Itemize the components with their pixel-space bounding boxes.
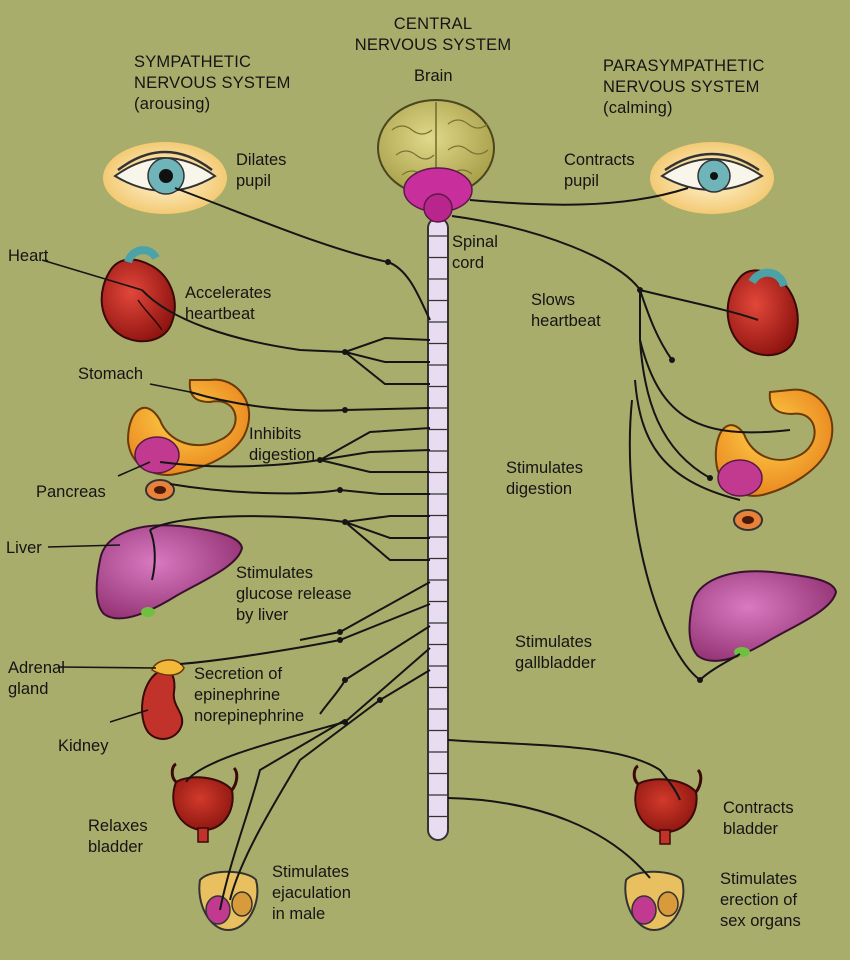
adrenal-gland-label: Adrenal gland — [8, 659, 65, 698]
label-pointers — [41, 259, 191, 723]
sympathetic-bladder-effect: Relaxes bladder — [88, 817, 148, 856]
pancreas-label: Pancreas — [36, 483, 106, 501]
brain-label: Brain — [414, 67, 453, 85]
left-stomach-illustration — [126, 378, 251, 501]
right-eye-illustration — [650, 142, 774, 214]
left-reproductive-illustration — [198, 870, 259, 932]
spinal-cord — [427, 208, 449, 841]
sympathetic-eye-effect: Dilates pupil — [236, 151, 287, 190]
right-liver-illustration — [688, 570, 838, 662]
sympathetic-adrenal-effect: Secretion of epinephrine norepinephrine — [194, 665, 305, 725]
parasympathetic-sex-effect: Stimulates erection of sex organs — [720, 870, 801, 930]
liver-label: Liver — [6, 539, 42, 557]
synapse-dots — [317, 259, 713, 725]
right-bladder-illustration — [632, 764, 703, 845]
parasympathetic-heart-effect: Slows heartbeat — [531, 291, 601, 330]
parasympathetic-gallbladder-effect: Stimulates gallbladder — [515, 633, 596, 672]
heart-label: Heart — [8, 247, 49, 265]
sympathetic-liver-effect: Stimulates glucose release by liver — [236, 564, 352, 624]
central-header: CENTRAL NERVOUS SYSTEM — [354, 15, 512, 54]
sympathetic-heart-effect: Accelerates heartbeat — [185, 284, 272, 323]
brain-illustration — [377, 99, 495, 223]
kidney-label: Kidney — [58, 737, 109, 755]
stomach-label: Stomach — [78, 365, 144, 383]
parasympathetic-bladder-effect: Contracts bladder — [723, 799, 794, 838]
spinal-cord-label: Spinal cord — [452, 233, 498, 272]
parasympathetic-header: PARASYMPATHETIC NERVOUS SYSTEM (calming) — [603, 57, 765, 117]
left-heart-illustration — [100, 246, 176, 343]
parasympathetic-eye-effect: Contracts pupil — [564, 151, 635, 190]
sympathetic-sex-effect: Stimulates ejaculation in male — [272, 863, 351, 923]
left-bladder-illustration — [170, 762, 239, 843]
sympathetic-digestion-effect: Inhibits digestion — [249, 425, 316, 464]
parasympathetic-digestion-effect: Stimulates digestion — [506, 459, 584, 498]
kidney-illustration — [141, 659, 185, 740]
sympathetic-header: SYMPATHETIC NERVOUS SYSTEM (arousing) — [134, 53, 291, 113]
right-reproductive-illustration — [624, 870, 685, 932]
right-stomach-illustration — [714, 388, 834, 531]
left-eye-illustration — [103, 142, 227, 214]
right-heart-illustration — [726, 268, 799, 357]
left-liver-illustration — [95, 524, 244, 620]
parasympathetic-nerves — [447, 187, 791, 879]
